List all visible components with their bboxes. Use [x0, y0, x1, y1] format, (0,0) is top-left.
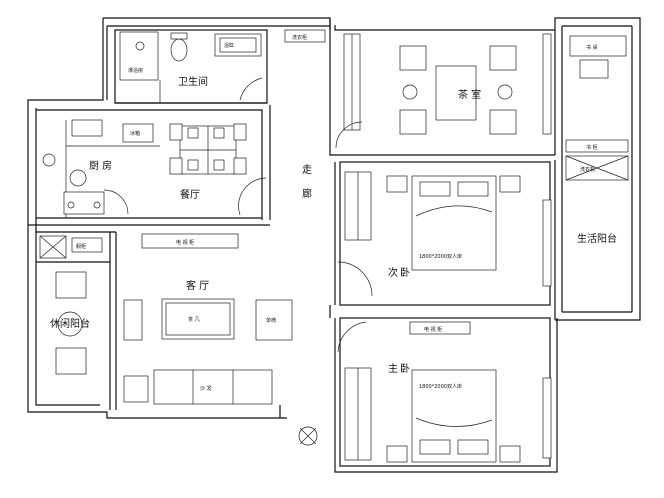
corridor-label-2: 廊 — [302, 187, 312, 200]
fridge — [122, 123, 154, 143]
coffee-table — [161, 298, 235, 340]
master-bedroom-label-1: 主 — [388, 363, 398, 375]
master-tv-label: 电 视 柜 — [424, 326, 442, 333]
corridor-label-1: 走 — [302, 164, 312, 176]
second-bedroom-label-1: 次 — [388, 266, 398, 279]
shower-label: 淋浴房 — [128, 67, 143, 74]
fridge-label: 冰箱 — [130, 130, 140, 137]
second-bedroom: 1800*2000双人床 次 卧 — [337, 171, 552, 297]
master-bedroom: 电 视 柜 1800*2000双人床 主 卧 — [337, 321, 552, 463]
vanity-label: 浴缸 — [224, 42, 234, 49]
sink-label: 橱柜 — [76, 243, 86, 250]
bathroom: 淋浴房 浴缸 卫生间 — [119, 31, 263, 103]
bookcase-label: 书 桌 — [586, 44, 598, 51]
master-bed — [411, 369, 497, 463]
living-balcony: 书 桌 书 柜 洗衣机 生活阳台 — [565, 35, 629, 245]
bathroom-label: 卫生间 — [178, 75, 208, 88]
hall-cabinet-label: 洗衣柜 — [292, 34, 307, 41]
sofa-label: 沙 发 — [200, 385, 212, 392]
coffee-table-label: 茶 几 — [188, 316, 200, 323]
hall-cabinet — [284, 29, 326, 43]
tea-room-label: 茶 室 — [458, 88, 481, 101]
tv-cabinet-label: 电 视 柜 — [176, 239, 194, 246]
second-bedroom-label-2: 卧 — [400, 266, 410, 279]
kitchen-label: 厨 房 — [89, 159, 112, 172]
dining-label: 餐厅 — [180, 188, 200, 201]
living-room: 电 视 柜 客 厅 茶 几 单椅 沙 发 — [123, 233, 293, 405]
second-bed — [411, 175, 497, 271]
bath-vanity — [214, 33, 262, 57]
sofa — [153, 369, 273, 405]
master-bedroom-label-2: 卧 — [400, 362, 410, 375]
kitchen: 冰箱 厨 房 — [42, 119, 160, 218]
armchair-label: 单椅 — [266, 317, 276, 324]
living-balcony-label: 生活阳台 — [577, 232, 617, 245]
washer-label: 洗衣机 — [580, 166, 595, 173]
dining: 餐厅 — [169, 123, 267, 216]
second-bed-label: 1800*2000双人床 — [419, 253, 462, 260]
master-bed-label: 1800*2000双人床 — [419, 383, 462, 390]
living-room-label: 客 厅 — [186, 279, 209, 292]
leisure-balcony: 橱柜 休闲阳台 — [39, 235, 103, 375]
walls — [27, 17, 641, 473]
leisure-balcony-label: 休闲阳台 — [50, 317, 90, 330]
tea-room: 茶 室 — [335, 33, 552, 149]
bookshelf-label: 书 柜 — [586, 144, 598, 151]
